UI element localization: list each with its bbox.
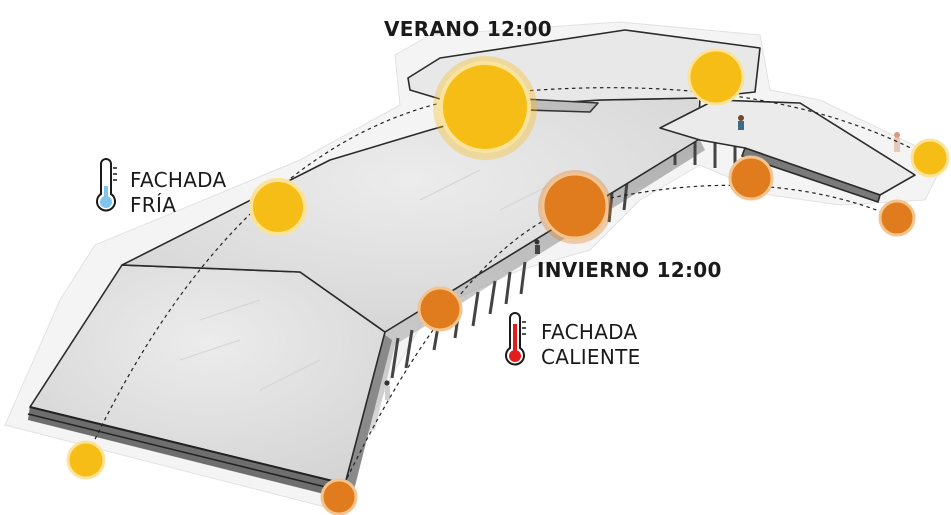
- roof-terrace-edge: [741, 147, 881, 203]
- thermometer-hot-icon: [505, 312, 526, 366]
- person-icon: [738, 115, 744, 130]
- winter-sun-icon: [417, 286, 463, 332]
- winter-suns: [320, 155, 916, 515]
- winter-sun-icon: [320, 478, 358, 515]
- cold-facade-line2: FRÍA: [130, 193, 177, 217]
- summer-suns: [66, 48, 950, 480]
- summer-sun-icon: [249, 178, 307, 236]
- cold-facade-label: FACHADA FRÍA: [130, 168, 227, 218]
- hot-facade-line1: FACHADA: [541, 320, 638, 344]
- summer-sun-icon: [439, 61, 531, 153]
- thermometer-cold-icon: [96, 158, 117, 212]
- winter-sun-icon: [728, 155, 774, 201]
- winter-label: INVIERNO 12:00: [537, 258, 722, 282]
- person-icon: [384, 380, 390, 400]
- summer-sun-icon: [910, 138, 950, 178]
- winter-sun-icon: [878, 199, 916, 237]
- summer-sun-icon: [687, 48, 745, 106]
- summer-sun-icon: [66, 440, 106, 480]
- winter-sun-icon: [541, 172, 609, 240]
- hot-facade-line2: CALIENTE: [541, 345, 641, 369]
- cold-facade-line1: FACHADA: [130, 168, 227, 192]
- summer-label: VERANO 12:00: [384, 17, 552, 41]
- person-icon: [894, 132, 900, 152]
- person-icon: [534, 239, 540, 254]
- winter-sun-path: [337, 184, 898, 498]
- building-roof: [27, 29, 916, 493]
- hot-facade-label: FACHADA CALIENTE: [541, 320, 641, 370]
- people-figures: [384, 115, 900, 400]
